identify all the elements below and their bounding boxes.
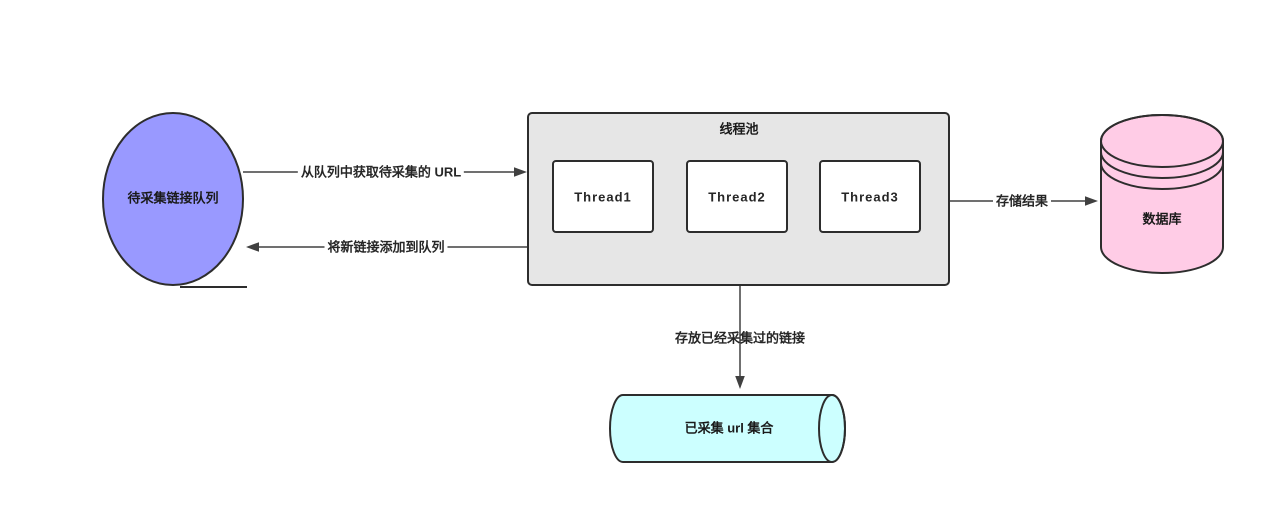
edge-store-arrowhead: [1085, 196, 1098, 206]
database-cylinder-body: [1100, 114, 1224, 274]
thread1-box: [552, 160, 654, 233]
url-set-cylinder-body: [609, 394, 846, 463]
database-cylinder-top: [1100, 114, 1224, 168]
url-set-cylinder-end: [818, 394, 846, 463]
thread2-box: [686, 160, 788, 233]
edge-fetch-arrowhead: [514, 167, 527, 177]
database-cylinder-ring-2: [1100, 162, 1224, 190]
queue-ellipse: [102, 112, 244, 286]
database-cylinder-ring-1: [1100, 151, 1224, 179]
edge-add-new-arrowhead: [246, 242, 259, 252]
edge-visited-arrowhead: [735, 376, 745, 389]
thread3-box: [819, 160, 921, 233]
